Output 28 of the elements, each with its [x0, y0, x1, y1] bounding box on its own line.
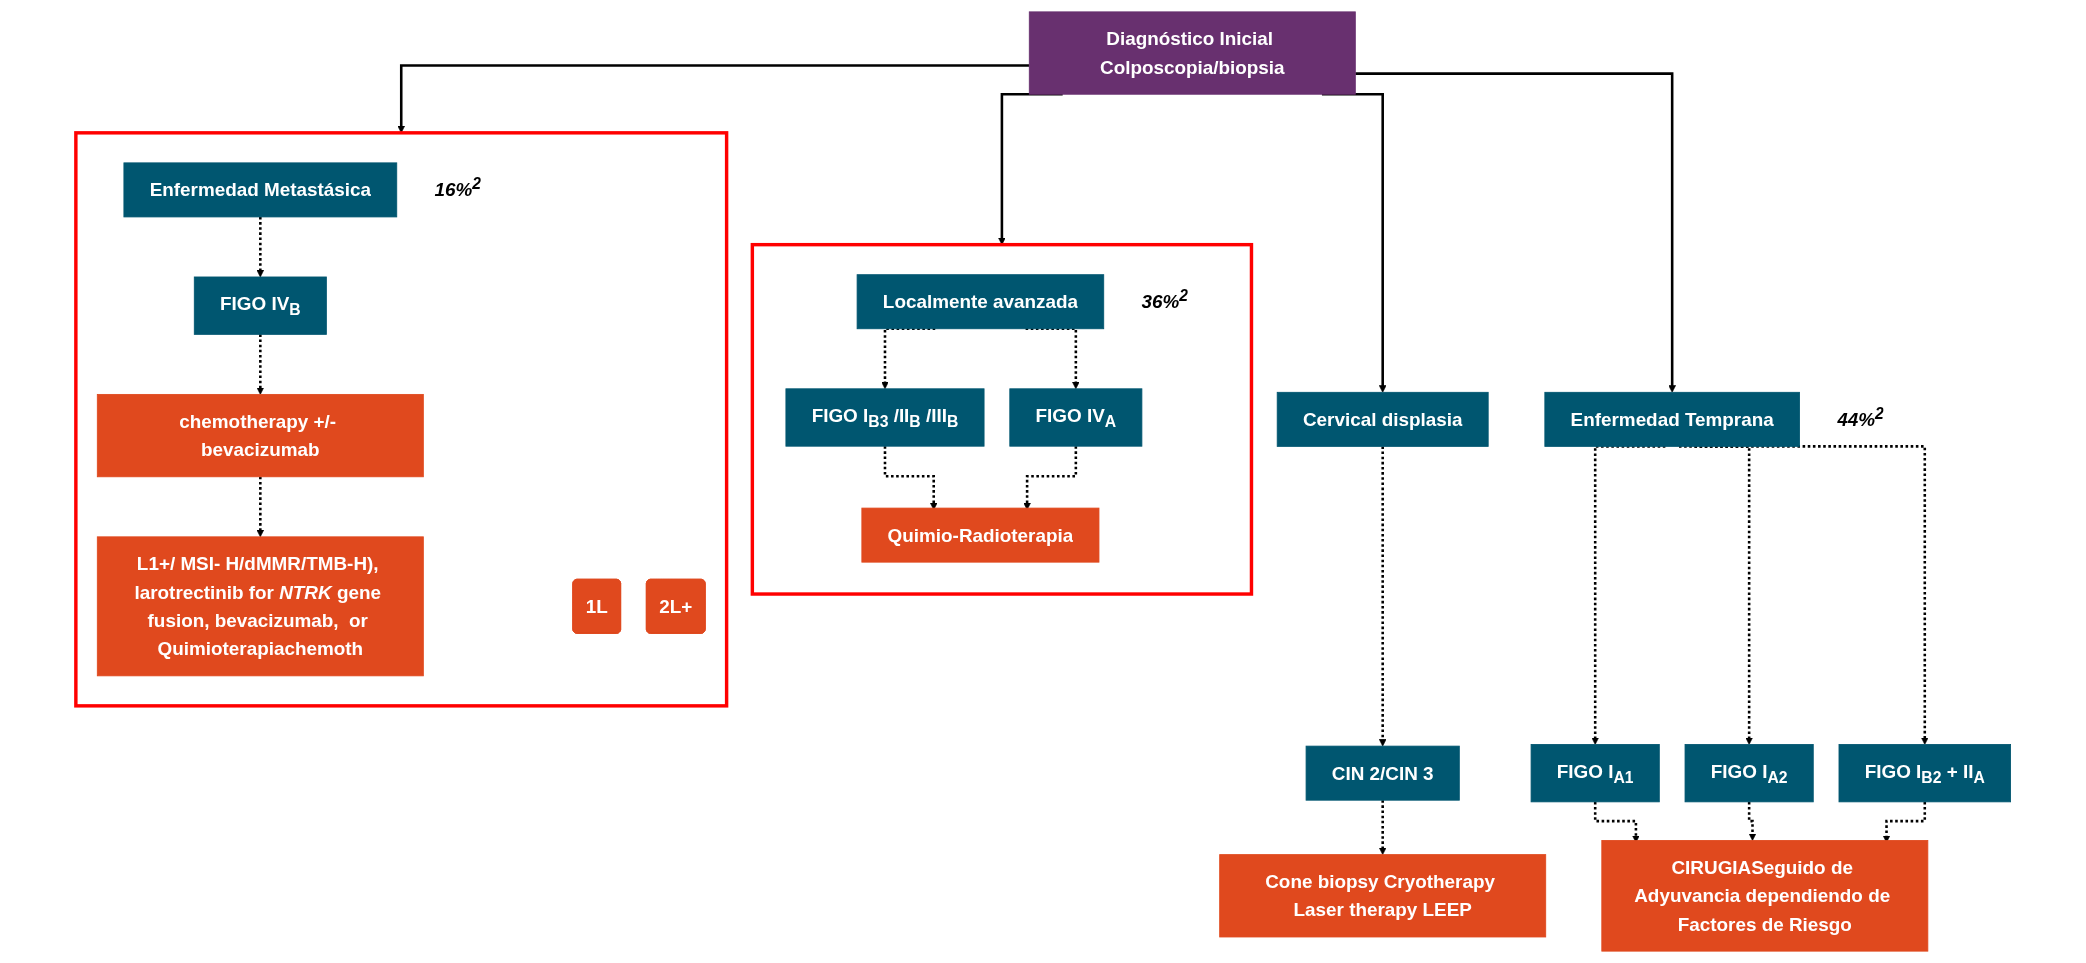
node-box: Localmente avanzada: [856, 274, 1104, 330]
node-box: Enfermedad Metastásica: [123, 162, 397, 218]
arrow: [1378, 445, 1387, 747]
node-box: chemotherapy +/- bevacizumab: [96, 394, 424, 478]
node-box: FIGO IV$_{B}$: [193, 276, 327, 335]
arrow: [256, 475, 264, 538]
node-box: FIGO I$_{B2}$ + II$_{A}$: [1838, 744, 2011, 803]
node-label: 44%$^{2}$: [1837, 404, 1884, 431]
node-box: FIGO I$_{A1}$: [1530, 744, 1660, 803]
node-box: CIRUGIASeguido de Adyuvancia dependiendo de Factores de Riesgo: [1601, 840, 1929, 952]
node-box: Cone biopsy Cryotherapy Laser therapy LEEP: [1219, 854, 1546, 938]
node-box: L1+/ MSI- H/dMMR/TMB-H), larotrectinib for NTRK gene fusion, bevacizumab, or Quimioterapiachemoth: [96, 536, 424, 677]
node-box: Diagnóstico Inicial Colposcopia/biopsia: [1028, 11, 1356, 95]
arrow: [256, 215, 264, 278]
arrow: [1747, 800, 1757, 841]
node-box: Cervical displasia: [1276, 391, 1489, 447]
node-box: FIGO I$_{A2}$: [1684, 744, 1814, 803]
cluster: [73, 131, 729, 708]
node-label: 36%$^{2}$: [1141, 286, 1188, 313]
node-box: Quimio-Radioterapia: [861, 507, 1100, 563]
node-box: CIN 2/CIN 3: [1305, 745, 1460, 801]
node-label: 16%$^{2}$: [434, 174, 481, 201]
node-box: Enfermedad Temprana: [1544, 391, 1800, 447]
node-box: FIGO I$_{B3}$ /II$_{B}$ /III$_{B}$: [785, 388, 985, 447]
node-box: FIGO IV$_{A}$: [1009, 388, 1143, 447]
cluster: [750, 242, 1253, 596]
arrow: [256, 333, 264, 395]
arrow: [1355, 72, 1676, 393]
